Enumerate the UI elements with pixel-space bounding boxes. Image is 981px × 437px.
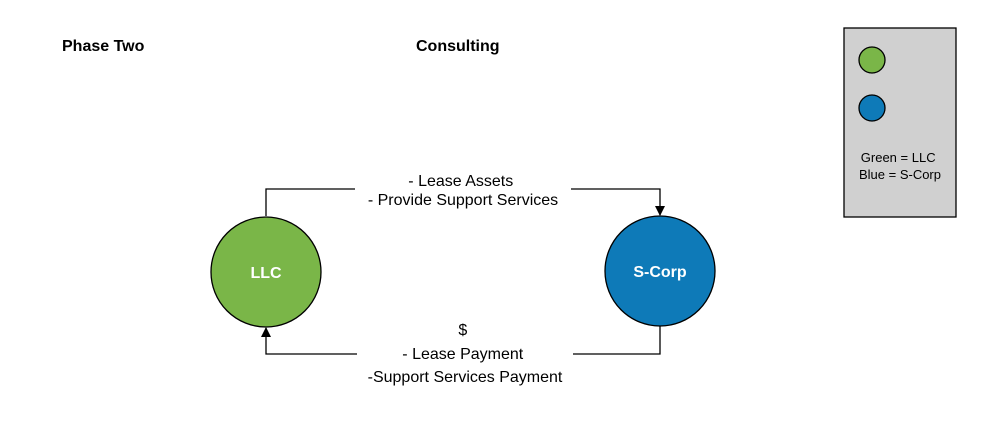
legend-blue-swatch <box>858 94 886 122</box>
llc-label: LLC <box>250 265 282 282</box>
legend-line-green: Green = LLC <box>861 150 936 165</box>
llc-circle <box>210 216 322 328</box>
payment-connector <box>266 326 661 355</box>
phase-title: Phase Two <box>62 38 145 55</box>
bottom-flow-line-3: -Support Services Payment <box>368 369 563 386</box>
legend: Green = LLC Blue = S-Corp <box>843 27 957 218</box>
legend-text: Green = LLC Blue = S-Corp <box>859 150 941 182</box>
top-flow-label: - Lease Assets - Provide Support Service… <box>368 173 558 209</box>
consulting-title: Consulting <box>416 38 500 55</box>
scorp-node: S-Corp <box>604 215 716 327</box>
top-flow-line-1: - Lease Assets <box>408 173 513 190</box>
top-flow-line-2: - Provide Support Services <box>368 192 558 209</box>
bottom-flow-line-1: $ <box>458 322 467 339</box>
lease-assets-connector <box>265 188 660 216</box>
bottom-flow-line-2: - Lease Payment <box>402 346 524 363</box>
llc-node: LLC <box>210 216 322 328</box>
bottom-flow-label: $ - Lease Payment -Support Services Paym… <box>368 322 563 386</box>
legend-line-blue: Blue = S-Corp <box>859 167 941 182</box>
scorp-circle <box>604 215 716 327</box>
scorp-label: S-Corp <box>633 264 687 281</box>
legend-green-swatch <box>858 46 886 74</box>
